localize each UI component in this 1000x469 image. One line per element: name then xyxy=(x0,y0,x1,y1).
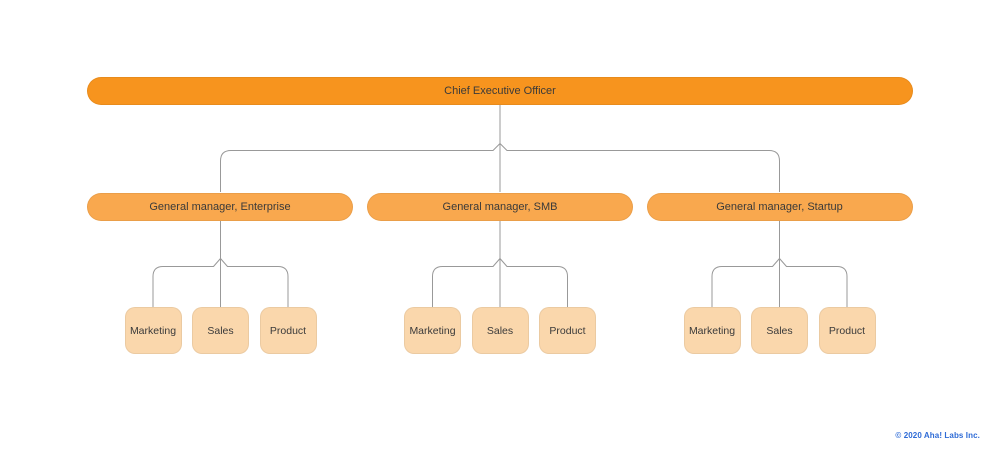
org-node-enterprise-sales: Sales xyxy=(192,307,249,354)
org-node-enterprise-marketing: Marketing xyxy=(124,307,182,354)
org-node-enterprise-product: Product xyxy=(259,307,317,354)
org-node-startup-product: Product xyxy=(818,307,876,354)
org-node-ceo: Chief Executive Officer xyxy=(87,77,913,105)
org-node-gm-enterprise: General manager, Enterprise xyxy=(87,192,353,221)
copyright-text: © 2020 Aha! Labs Inc. xyxy=(895,431,980,440)
org-node-smb-sales: Sales xyxy=(471,307,529,354)
org-node-startup-sales: Sales xyxy=(751,307,808,354)
org-node-smb-marketing: Marketing xyxy=(404,307,461,354)
org-node-gm-startup: General manager, Startup xyxy=(646,192,913,221)
org-node-smb-product: Product xyxy=(539,307,596,354)
org-node-gm-smb: General manager, SMB xyxy=(367,192,633,221)
org-node-startup-marketing: Marketing xyxy=(683,307,741,354)
